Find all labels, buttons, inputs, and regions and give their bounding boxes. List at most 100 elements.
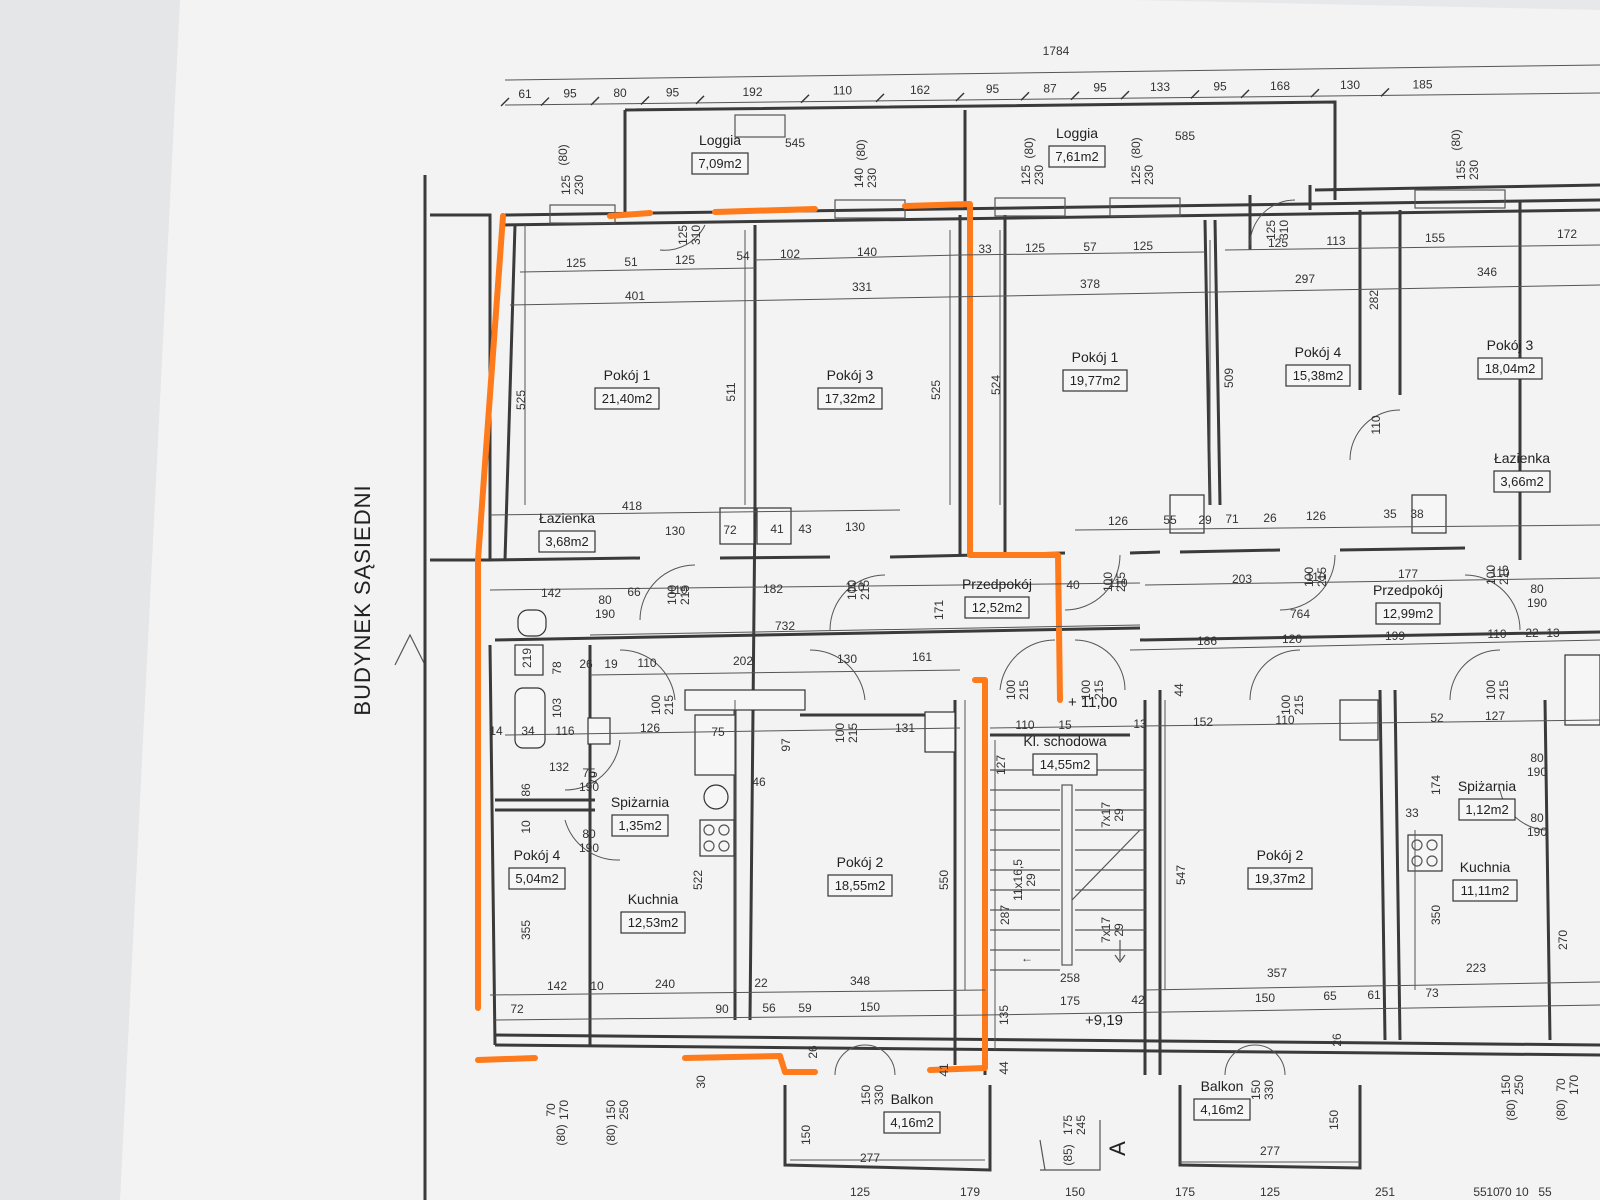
- dimension-text-stair2: 29: [1024, 873, 1038, 887]
- top-dimension-text: 192: [742, 85, 762, 99]
- room-name-pokoj2-right: Pokój 2: [1257, 847, 1304, 863]
- room-name-spizarnia-right: Spiżarnia: [1458, 778, 1517, 794]
- dimension-text-d10a: 10: [519, 820, 533, 834]
- dimension-text-d764: 764: [1290, 607, 1310, 621]
- dimension-text-stair1: 29: [1112, 808, 1126, 822]
- room-area-pokoj3-right: 18,04m2: [1485, 361, 1536, 376]
- dimension-text-d80p: (80): [1129, 137, 1143, 158]
- dimension-text-d150_330: 150: [859, 1085, 873, 1105]
- dimension-text-d14a: 14: [489, 724, 503, 738]
- dimension-tick: [1120, 90, 1130, 100]
- dimension-text-d155_230: 230: [1467, 160, 1481, 180]
- dimension-text-d150_250: 150: [1499, 1075, 1513, 1095]
- dimension-text-d110i: 110: [1275, 713, 1294, 727]
- room-name-przedpokoj-right: Przedpokój: [1373, 582, 1443, 598]
- kitchen-fixtures-left: [684, 689, 956, 857]
- dimension-text-d545: 545: [785, 136, 805, 150]
- dimension-text-d182: 182: [763, 582, 783, 596]
- section-mark: A: [1105, 1140, 1130, 1156]
- dimension-text-d66: 66: [627, 585, 641, 599]
- dimension-text-d219: 219: [520, 648, 534, 668]
- dimension-text-d125_230: 125: [1129, 165, 1143, 185]
- dimension-text-d29: 29: [1198, 513, 1212, 527]
- dimension-text-d78: 78: [550, 661, 564, 675]
- dimension-text-d524: 524: [989, 375, 1003, 395]
- dimension-text-d110d: 110: [1306, 570, 1325, 584]
- dimension-text-d110c: 110: [1108, 576, 1127, 590]
- dimension-text-d33: 33: [978, 242, 992, 256]
- dimension-text-d525b: 525: [929, 380, 943, 400]
- top-dimension-text: 80: [613, 86, 627, 100]
- dimension-text-d70: 70: [586, 771, 600, 785]
- dimension-text-d125_230: 230: [1032, 165, 1046, 185]
- room-area-box-pokoj3-right: [1477, 357, 1543, 380]
- dimension-text-d41a: 41: [770, 522, 784, 536]
- dimension-text-d401: 401: [625, 289, 645, 303]
- level-marker-lower: +9,19: [1085, 1012, 1123, 1029]
- dimension-text-d100_215: 100: [1004, 680, 1018, 700]
- dimension-text-d287: 287: [998, 905, 1012, 925]
- dimension-text-d44b: 44: [997, 1061, 1011, 1075]
- dimension-text-d26a: 26: [1263, 511, 1277, 525]
- dimension-text-d100_215: 100: [1484, 680, 1498, 700]
- dimension-text-d297: 297: [1295, 272, 1315, 286]
- kitchen-fixtures-right: [1169, 494, 1600, 872]
- dimension-text-d152: 152: [1193, 715, 1213, 729]
- dimension-text-d130c: 130: [837, 652, 857, 666]
- dimension-text-d40a: 40: [1066, 578, 1080, 592]
- dimension-text-d100_215: 100: [1302, 567, 1316, 587]
- dimension-text-d70_170: 70: [544, 1103, 558, 1117]
- dimension-text-d240: 240: [655, 977, 675, 991]
- room-name-balkon-right: Balkon: [1201, 1078, 1244, 1094]
- dimension-text-d186: 186: [1197, 634, 1217, 648]
- dimension-text-d100_215: 215: [1114, 572, 1128, 592]
- dimension-text-d100_215: 215: [846, 723, 860, 743]
- dimension-text-d54: 54: [736, 249, 750, 263]
- neighbor-building-label: BUDYNEK SĄSIEDNI: [350, 484, 375, 715]
- dimension-text-d75: 75: [711, 725, 725, 739]
- dimension-text-d80p: (80): [1022, 137, 1036, 158]
- dimension-text-d125_310: 125: [1264, 220, 1278, 240]
- dimension-text-d100_215: 100: [833, 723, 847, 743]
- dimension-tick: [955, 92, 965, 102]
- room-area-box-przedpokoj-right: [1375, 602, 1441, 625]
- dimension-text-d80p: (80): [854, 139, 868, 160]
- dimension-text-d110a: 110: [668, 583, 687, 597]
- dimension-text-d41b: 41: [937, 1063, 951, 1077]
- room-area-klatka: 14,55m2: [1040, 757, 1091, 772]
- dimension-text-d55: 55: [1163, 513, 1177, 527]
- dimension-text-d125_230: 230: [1142, 165, 1156, 185]
- dimension-text-d86: 86: [519, 783, 533, 797]
- dimension-text-d80_190: 80: [1530, 751, 1544, 765]
- dimension-tick: [1020, 91, 1030, 101]
- top-dimension-text: 95: [1093, 81, 1107, 95]
- dimension-text-d80_190: 190: [595, 607, 615, 621]
- dimension-text-d155: 155: [1425, 231, 1445, 245]
- dimension-text-d57: 57: [1083, 240, 1097, 254]
- dimension-lines: [489, 225, 1600, 1171]
- bottom-dimension-text: 10: [1486, 1185, 1500, 1199]
- dimension-text-d100_215: 215: [1497, 680, 1511, 700]
- dimension-text-d100_215: 215: [1497, 565, 1511, 585]
- dimension-text-d46: 46: [752, 775, 766, 789]
- dimension-text-d110h: 110: [1015, 718, 1034, 732]
- dimension-text-d127b: 127: [994, 755, 1008, 775]
- dimension-text-d80_190: 190: [1527, 765, 1547, 779]
- dimension-text-d80_190: 80: [598, 593, 612, 607]
- dimension-text-d72b: 72: [510, 1002, 524, 1016]
- room-name-kuchnia-right: Kuchnia: [1460, 859, 1511, 875]
- dimension-text-d125c: 125: [1025, 241, 1045, 255]
- dimension-text-d44a: 44: [1172, 683, 1186, 697]
- room-area-box-balkon-left: [883, 1111, 941, 1134]
- dimension-text-d270: 270: [1556, 930, 1570, 950]
- room-area-box-loggia-right: [1048, 145, 1106, 168]
- dimension-text-d80p: (80): [1554, 1099, 1568, 1120]
- dimension-text-d175_245: 245: [1074, 1115, 1088, 1135]
- dimension-text-d161: 161: [912, 650, 932, 664]
- dimension-text-d38: 38: [1410, 507, 1424, 521]
- room-area-lazienka-left: 3,68m2: [545, 534, 588, 549]
- dimension-text-d418: 418: [622, 499, 642, 513]
